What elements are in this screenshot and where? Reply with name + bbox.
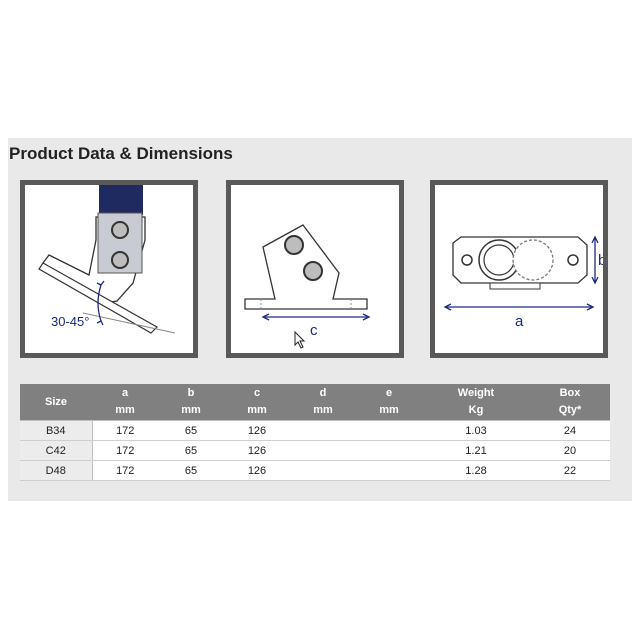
cell-weight: 1.03 [422, 420, 530, 441]
cell-b: 65 [158, 440, 224, 461]
arrow-icon [591, 276, 599, 285]
socket-inner-shape [483, 244, 515, 276]
cell-e [356, 460, 422, 481]
cell-a: 172 [92, 440, 158, 461]
cell-qty: 24 [530, 420, 610, 441]
cell-qty: 22 [530, 460, 610, 481]
arrow-icon [443, 303, 452, 311]
bolt-hole-icon [111, 251, 129, 269]
angle-label: 30-45° [51, 314, 89, 329]
table-row: C42 172 65 126 1.21 20 [20, 440, 610, 461]
side-view-drawing: c [244, 224, 371, 349]
angle-diagram: 30-45° [20, 180, 198, 358]
arrow-icon [591, 235, 599, 244]
arrow-icon [261, 313, 270, 321]
angle-diagram-drawing: 30-45° [38, 185, 176, 334]
dimension-b-label: b [598, 252, 603, 269]
cell-weight: 1.21 [422, 440, 530, 461]
table-row: D48 172 65 126 1.28 22 [20, 460, 610, 481]
cell-a: 172 [92, 420, 158, 441]
mouse-cursor-icon [294, 330, 306, 349]
cell-b: 65 [158, 460, 224, 481]
angle-arc [97, 284, 102, 322]
cell-c: 126 [224, 420, 290, 441]
cell-c: 126 [224, 440, 290, 461]
fitting-edge-shape [489, 282, 541, 290]
mounting-hole-icon [567, 254, 579, 266]
dimension-a-label: a [515, 313, 524, 330]
reference-line [82, 312, 176, 334]
dimension-c-label: c [310, 322, 318, 339]
header-size: Size [20, 384, 92, 421]
top-view-diagram: b a [430, 180, 608, 358]
product-data-panel: Product Data & Dimensions 30-45° [8, 138, 632, 501]
bolt-hole-icon [284, 235, 304, 255]
cell-d [290, 460, 356, 481]
cell-weight: 1.28 [422, 460, 530, 481]
section-title: Product Data & Dimensions [9, 144, 233, 163]
cell-d [290, 420, 356, 441]
cell-e [356, 440, 422, 461]
side-view-diagram: c [226, 180, 404, 358]
cell-a: 172 [92, 460, 158, 481]
cell-qty: 20 [530, 440, 610, 461]
mounting-hole-icon [461, 254, 473, 266]
top-view-drawing: b a [443, 235, 603, 330]
cell-c: 126 [224, 460, 290, 481]
bolt-hole-icon [111, 221, 129, 239]
bolt-hole-icon [303, 261, 323, 281]
cell-size: D48 [20, 460, 93, 481]
pipe-shape [99, 185, 143, 215]
arrow-icon [362, 313, 371, 321]
cell-size: C42 [20, 440, 93, 461]
table-row: B34 172 65 126 1.03 24 [20, 420, 610, 441]
arrow-icon [96, 320, 104, 326]
hidden-socket-shape [512, 239, 554, 281]
cell-d [290, 440, 356, 461]
cell-size: B34 [20, 420, 93, 441]
arrow-icon [586, 303, 595, 311]
cell-b: 65 [158, 420, 224, 441]
arrow-icon [96, 280, 105, 286]
cell-e [356, 420, 422, 441]
